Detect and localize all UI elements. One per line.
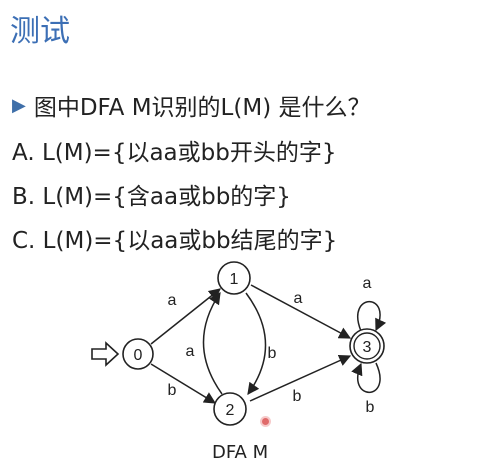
question-text: 图中DFA M识别的L(M) 是什么？: [33, 95, 371, 121]
question-line: ▶ 图中DFA M识别的L(M) 是什么？: [12, 88, 370, 122]
state-2: [213, 392, 247, 426]
diagram-caption: DFA M: [212, 442, 269, 463]
state-3-outer: [349, 328, 385, 364]
state-2-label: 2: [226, 402, 235, 419]
start-arrow-icon: [91, 341, 120, 367]
label-1-2: b: [268, 345, 277, 362]
laser-pointer-dot: [262, 418, 269, 425]
label-0-2: b: [168, 382, 177, 399]
state-1: [217, 261, 251, 295]
label-0-1: a: [168, 292, 177, 309]
state-3-inner: [353, 332, 381, 360]
edge-0-1: [150, 288, 221, 345]
state-3-label: 3: [363, 339, 372, 356]
label-3-3-a: a: [363, 275, 372, 292]
edge-1-3: [250, 284, 352, 339]
triangle-bullet-icon: ▶: [12, 94, 26, 116]
label-2-1: a: [186, 343, 195, 360]
state-0: [122, 338, 154, 370]
option-a: A. L(M)={以aa或bb开头的字}: [12, 140, 337, 166]
slide-title: 测试: [10, 14, 70, 49]
state-1-label: 1: [230, 271, 239, 288]
edge-3-3-a: [357, 300, 387, 332]
edge-0-2: [150, 363, 217, 404]
label-3-3-b: b: [366, 399, 375, 416]
edge-2-3: [249, 354, 352, 402]
state-0-label: 0: [134, 347, 143, 364]
edge-3-3-b: [351, 362, 381, 394]
edge-2-1: [202, 292, 223, 395]
edge-1-2: [245, 292, 267, 395]
option-b: B. L(M)={含aa或bb的字}: [12, 184, 291, 210]
label-1-3: a: [294, 290, 303, 307]
label-2-3: b: [293, 388, 302, 405]
option-c: C. L(M)={以aa或bb结尾的字}: [12, 228, 338, 254]
